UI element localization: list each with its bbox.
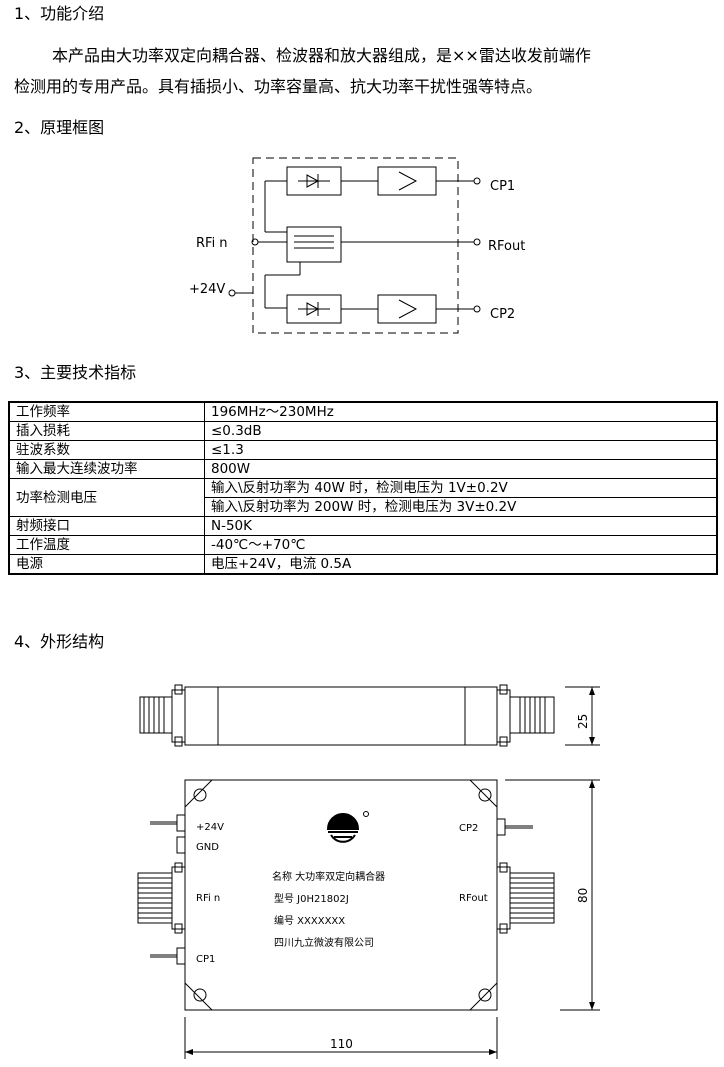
pin-rfin-label: RFi n (196, 893, 220, 904)
spec-value: ≤1.3 (204, 440, 718, 460)
section-heading-outline: 4、外形结构 (14, 632, 105, 651)
table-row: 输入\反射功率为 200W 时，检测电压为 3V±0.2V (9, 497, 718, 517)
spec-label: 工作温度 (8, 535, 205, 555)
pin-cp2-label: CP2 (459, 823, 478, 834)
port-rfin-icon (251, 238, 259, 246)
intro-line-2: 检测用的专用产品。具有插损小、功率容量高、抗大功率干扰性强等特点。 (14, 77, 543, 96)
spec-value: ≤0.3dB (204, 421, 718, 441)
dimension-arrows (185, 687, 595, 1055)
block-diagram: CP1 RFout RFi n +24V CP2 (189, 157, 525, 334)
spec-value: 电压+24V，电流 0.5A (204, 554, 718, 575)
mount-hole-icon (478, 788, 492, 802)
company-logo-icon (326, 811, 369, 843)
side-view (139, 684, 600, 747)
connector-thread-rfin (138, 877, 172, 919)
section-heading-function: 1、功能介绍 (14, 4, 105, 23)
port-power-icon (228, 289, 236, 297)
port-rfout-icon (473, 238, 481, 246)
spec-value: 196MHz～230MHz (204, 401, 718, 422)
pin-power-label: +24V (196, 822, 224, 833)
pin-cp1-label: CP1 (196, 954, 215, 965)
label-rfout: RFout (488, 239, 525, 254)
amplifier-icon-top (398, 171, 418, 191)
spec-label: 工作频率 (8, 401, 205, 422)
table-row: 工作频率 196MHz～230MHz (8, 401, 718, 422)
mount-hole-icon (193, 988, 207, 1002)
port-cp1-icon (473, 177, 481, 185)
product-model-label: 型号 J0H21802J (274, 892, 349, 905)
spec-value: 输入\反射功率为 200W 时，检测电压为 3V±0.2V (204, 497, 718, 517)
table-row: 输入最大连续波功率 800W (8, 459, 718, 479)
company-name-label: 四川九立微波有限公司 (274, 936, 374, 949)
intro-paragraph: 本产品由大功率双定向耦合器、检波器和放大器组成，是××雷达收发前端作 检测用的专… (14, 40, 714, 102)
pin-gnd-label: GND (196, 842, 219, 853)
top-view (137, 779, 600, 1059)
spec-label: 输入最大连续波功率 (8, 459, 205, 479)
table-row: 功率检测电压 输入\反射功率为 40W 时，检测电压为 1V±0.2V (8, 478, 718, 517)
spec-table: 工作频率 196MHz～230MHz 插入损耗 ≤0.3dB 驻波系数 ≤1.3… (8, 401, 718, 575)
enclosure-dashed-border (252, 157, 459, 334)
product-name-label: 名称 大功率双定向耦合器 (272, 870, 385, 883)
diode-icon-bottom (298, 302, 330, 316)
label-power: +24V (189, 282, 225, 297)
label-cp1: CP1 (490, 179, 515, 194)
connector-thread-side-right (519, 697, 546, 733)
spec-value: -40℃～+70℃ (204, 535, 718, 555)
table-row: 射频接口 N-50K (8, 516, 718, 536)
spec-label: 射频接口 (8, 516, 205, 536)
section-heading-specs: 3、主要技术指标 (14, 363, 137, 382)
dim-height-label: 25 (576, 714, 590, 729)
port-cp2-icon (473, 305, 481, 313)
connector-thread-rfout (510, 877, 554, 919)
pin-rfout-label: RFout (459, 893, 488, 904)
spec-value: 800W (204, 459, 718, 479)
outline-drawing: 25 80 110 +24V GND RFi n CP1 CP2 RFout 名… (137, 684, 600, 1059)
product-serial-label: 编号 XXXXXXX (274, 914, 345, 927)
dim-width-label: 110 (330, 1037, 353, 1051)
spec-value: N-50K (204, 516, 718, 536)
label-cp2: CP2 (490, 307, 515, 322)
spec-label: 电源 (8, 554, 205, 575)
amplifier-icon-bottom (398, 299, 418, 319)
mount-hole-icon (478, 988, 492, 1002)
spec-label: 功率检测电压 (8, 478, 205, 517)
spec-label: 驻波系数 (8, 440, 205, 460)
intro-line-1: 本产品由大功率双定向耦合器、检波器和放大器组成，是××雷达收发前端作 (52, 46, 591, 65)
label-rfin: RFi n (196, 236, 228, 251)
table-row: 电源 电压+24V，电流 0.5A (8, 554, 718, 575)
diode-icon-top (298, 174, 330, 188)
connector-thread-side-left (143, 697, 165, 733)
table-row: 驻波系数 ≤1.3 (8, 440, 718, 460)
table-row: 工作温度 -40℃～+70℃ (8, 535, 718, 555)
coupler-block (286, 226, 342, 263)
amplifier-block-top (377, 166, 437, 196)
amplifier-block-bottom (377, 294, 437, 324)
dim-depth-label: 80 (576, 888, 590, 903)
mount-hole-icon (193, 788, 207, 802)
spec-label: 插入损耗 (8, 421, 205, 441)
spec-value: 输入\反射功率为 40W 时，检测电压为 1V±0.2V (204, 478, 718, 498)
table-row: 插入损耗 ≤0.3dB (8, 421, 718, 441)
section-heading-diagram: 2、原理框图 (14, 118, 105, 137)
